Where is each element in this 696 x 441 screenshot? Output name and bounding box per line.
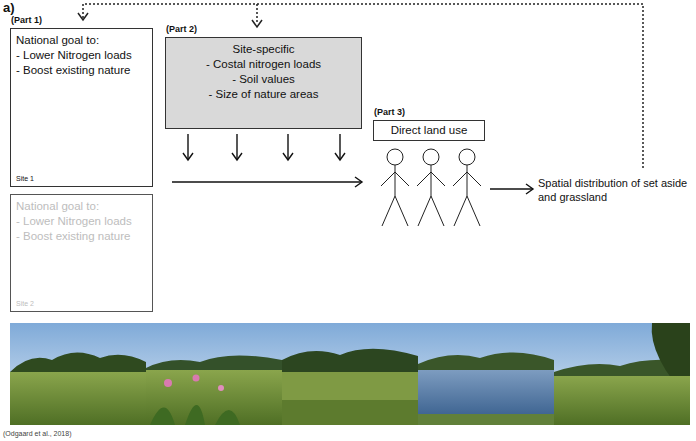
box-text: - Lower Nitrogen loads xyxy=(16,48,147,63)
land-use-box: (Part 3)Direct land use xyxy=(373,120,485,141)
field xyxy=(554,376,690,425)
stick-figure xyxy=(417,149,445,226)
landscape-photo xyxy=(282,323,418,425)
sky xyxy=(282,323,418,425)
part-heading: (Part 1) xyxy=(11,15,42,26)
stick-figure xyxy=(453,149,481,226)
photo-strip xyxy=(10,323,690,425)
stick-figures xyxy=(381,149,481,226)
field xyxy=(10,372,146,425)
field xyxy=(146,370,282,425)
site-specific-box: (Part 2)Site-specific- Costal nitrogen l… xyxy=(165,37,362,129)
sky xyxy=(10,323,146,425)
tree-line xyxy=(418,352,554,372)
landscape-photo xyxy=(146,323,282,425)
arrow-shaft xyxy=(187,134,188,160)
outcome-label: Spatial distribution of set aside and gr… xyxy=(538,176,690,204)
landscape-photo xyxy=(554,323,690,425)
flower xyxy=(193,375,200,382)
figure-body xyxy=(453,165,481,226)
box-text: National goal to: xyxy=(16,33,147,48)
arrow-shaft xyxy=(172,181,362,182)
dotted-line xyxy=(83,4,643,168)
box-text: - Boost existing nature xyxy=(16,229,147,244)
feedback-line xyxy=(78,4,643,168)
figure-head xyxy=(423,149,439,165)
sky xyxy=(554,323,690,425)
site-label: Site 1 xyxy=(16,174,147,183)
arrow-head xyxy=(183,153,193,160)
box-text: - Lower Nitrogen loads xyxy=(16,214,147,229)
arrow-head xyxy=(355,177,362,187)
tree-line xyxy=(282,349,418,376)
part-heading: (Part 2) xyxy=(166,24,197,35)
box-text: National goal to: xyxy=(16,199,147,214)
sky xyxy=(418,323,554,425)
goal-box-greyed: National goal to:- Lower Nitrogen loads-… xyxy=(10,194,153,312)
arrow-head xyxy=(78,13,88,20)
landscape-photo xyxy=(10,323,146,425)
field xyxy=(282,372,418,425)
panel-letter: a) xyxy=(3,0,43,15)
goal-box: (Part 1)National goal to:- Lower Nitroge… xyxy=(10,28,153,187)
arrow-head xyxy=(335,153,345,160)
arrow-shaft xyxy=(490,188,533,189)
box-text: Site-specific xyxy=(172,42,355,57)
figure-body xyxy=(417,165,445,226)
shore xyxy=(418,414,554,425)
part-heading: (Part 3) xyxy=(374,107,405,118)
thistle-leaves xyxy=(150,405,240,425)
box-text: - Size of nature areas xyxy=(172,87,355,102)
source-citation: (Odgaard et al., 2018) xyxy=(3,429,203,438)
lake xyxy=(418,370,554,415)
field xyxy=(282,400,418,425)
sky xyxy=(146,323,282,425)
arrow-head xyxy=(283,153,293,160)
box-text: - Costal nitrogen loads xyxy=(172,57,355,72)
flower xyxy=(164,379,172,387)
figure-head xyxy=(459,149,475,165)
figure-head xyxy=(387,149,403,165)
box-text: - Soil values xyxy=(172,72,355,87)
dotted-line xyxy=(256,4,258,24)
arrow-head xyxy=(252,20,262,27)
landscape-photo xyxy=(418,323,554,425)
box-text: Direct land use xyxy=(378,123,480,138)
site-label: Site 2 xyxy=(16,299,147,308)
stick-figure xyxy=(381,149,409,226)
arrow-shaft xyxy=(287,134,288,160)
down-arrows xyxy=(172,134,533,194)
flower xyxy=(218,385,224,391)
arrow-head xyxy=(232,153,242,160)
arrow-shaft xyxy=(236,134,237,160)
box-text: - Boost existing nature xyxy=(16,63,147,78)
arrow-shaft xyxy=(339,134,340,160)
arrow-head xyxy=(526,184,533,194)
figure-body xyxy=(381,165,409,226)
